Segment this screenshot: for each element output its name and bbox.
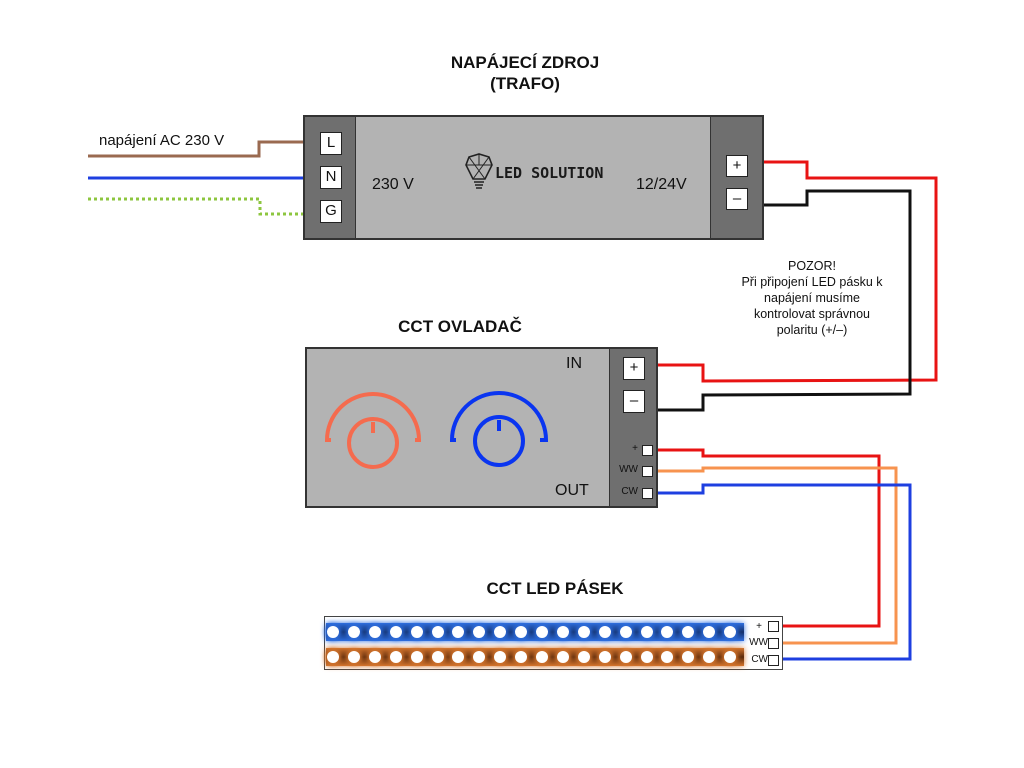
lightbulb-icon xyxy=(465,153,493,189)
brand-logo-text: LED SOLUTION xyxy=(495,164,604,182)
warm-knob-icon[interactable] xyxy=(325,390,425,470)
led-chip xyxy=(598,626,611,638)
controller-out-ww-label: WW xyxy=(619,464,638,475)
led-chip xyxy=(410,651,423,663)
controller-in-negative[interactable]: – xyxy=(623,390,645,413)
led-chip xyxy=(619,626,632,638)
led-chip xyxy=(473,651,486,663)
psu-input-voltage: 230 V xyxy=(372,176,414,193)
strip-ww-label: WW xyxy=(749,637,768,648)
power-supply xyxy=(303,115,764,240)
psu-output-voltage: 12/24V xyxy=(636,176,687,193)
strip-ww-terminal[interactable] xyxy=(768,638,779,649)
led-chip xyxy=(661,626,674,638)
psu-title: NAPÁJECÍ ZDROJ (TRAFO) xyxy=(400,52,650,94)
led-chip xyxy=(536,651,548,663)
strip-cw-terminal[interactable] xyxy=(768,655,779,666)
cold-knob-icon[interactable] xyxy=(450,388,550,468)
led-chip xyxy=(494,651,507,663)
wire-out-positive xyxy=(658,448,881,628)
led-chip xyxy=(556,626,569,638)
controller-out-cw-terminal[interactable] xyxy=(642,488,653,499)
led-chip xyxy=(724,651,737,663)
strip-positive-terminal[interactable] xyxy=(768,621,779,632)
led-chip xyxy=(494,626,507,638)
led-chip xyxy=(682,651,695,663)
wire-psu-positive xyxy=(658,160,938,383)
strip-positive-label: + xyxy=(756,621,762,632)
led-chip xyxy=(703,651,716,663)
terminal-L[interactable]: L xyxy=(320,132,342,155)
controller-in-positive[interactable]: + xyxy=(623,357,645,380)
led-chip xyxy=(410,626,423,638)
warning-heading: POZOR! xyxy=(788,259,836,273)
warning-line: polaritu (+/–) xyxy=(776,323,848,337)
led-chip xyxy=(724,626,737,638)
led-chip xyxy=(431,651,444,663)
led-chip xyxy=(347,651,360,663)
led-chip xyxy=(661,651,674,663)
controller-out-label: OUT xyxy=(555,482,589,499)
led-chip xyxy=(515,651,528,663)
led-chip xyxy=(327,626,339,638)
led-chip xyxy=(389,651,402,663)
polarity-warning: POZOR! Při připojení LED pásku k napájen… xyxy=(722,258,902,338)
led-chip xyxy=(536,626,548,638)
warm-white-led-row xyxy=(326,648,744,666)
led-chip xyxy=(640,651,653,663)
led-chip xyxy=(640,626,653,638)
led-chip xyxy=(368,651,381,663)
wire-out-cw xyxy=(658,483,912,661)
psu-title-line2: (TRAFO) xyxy=(490,74,560,93)
warning-line: napájení musíme xyxy=(764,291,860,305)
led-chip xyxy=(347,626,360,638)
wire-out-ww xyxy=(658,466,898,645)
warning-line: kontrolovat správnou xyxy=(753,307,871,321)
led-chip xyxy=(619,651,632,663)
led-chip xyxy=(577,626,590,638)
psu-terminal-negative[interactable]: – xyxy=(726,188,748,210)
psu-output-panel xyxy=(710,117,762,238)
led-chip xyxy=(703,626,716,638)
led-chip xyxy=(389,626,402,638)
cold-white-led-row xyxy=(326,623,744,641)
led-chip xyxy=(515,626,528,638)
controller-out-positive-terminal[interactable] xyxy=(642,445,653,456)
led-chip xyxy=(452,626,465,638)
ac-input-label: napájení AC 230 V xyxy=(99,132,225,149)
controller-out-positive-label: + xyxy=(632,443,638,454)
led-chip xyxy=(556,651,569,663)
wire-psu-negative xyxy=(658,189,912,412)
led-chip xyxy=(327,651,339,663)
led-chip xyxy=(473,626,486,638)
led-chip xyxy=(598,651,611,663)
controller-out-cw-label: CW xyxy=(621,486,638,497)
strip-cw-label: CW xyxy=(751,654,768,665)
led-chip xyxy=(682,626,695,638)
psu-title-line1: NAPÁJECÍ ZDROJ xyxy=(450,53,600,72)
controller-title: CCT OVLADAČ xyxy=(398,317,522,336)
led-chip xyxy=(431,626,444,638)
warning-line: Při připojení LED pásku k xyxy=(741,275,883,289)
controller-in-label: IN xyxy=(566,355,582,372)
wire-live xyxy=(88,140,305,158)
controller-out-ww-terminal[interactable] xyxy=(642,466,653,477)
wire-ground xyxy=(88,197,305,216)
led-chip xyxy=(452,651,465,663)
led-chip xyxy=(577,651,590,663)
terminal-N[interactable]: N xyxy=(320,166,342,189)
terminal-G[interactable]: G xyxy=(320,200,342,223)
strip-title: CCT LED PÁSEK xyxy=(486,579,624,598)
psu-terminal-positive[interactable]: + xyxy=(726,155,748,177)
led-chip xyxy=(368,626,381,638)
